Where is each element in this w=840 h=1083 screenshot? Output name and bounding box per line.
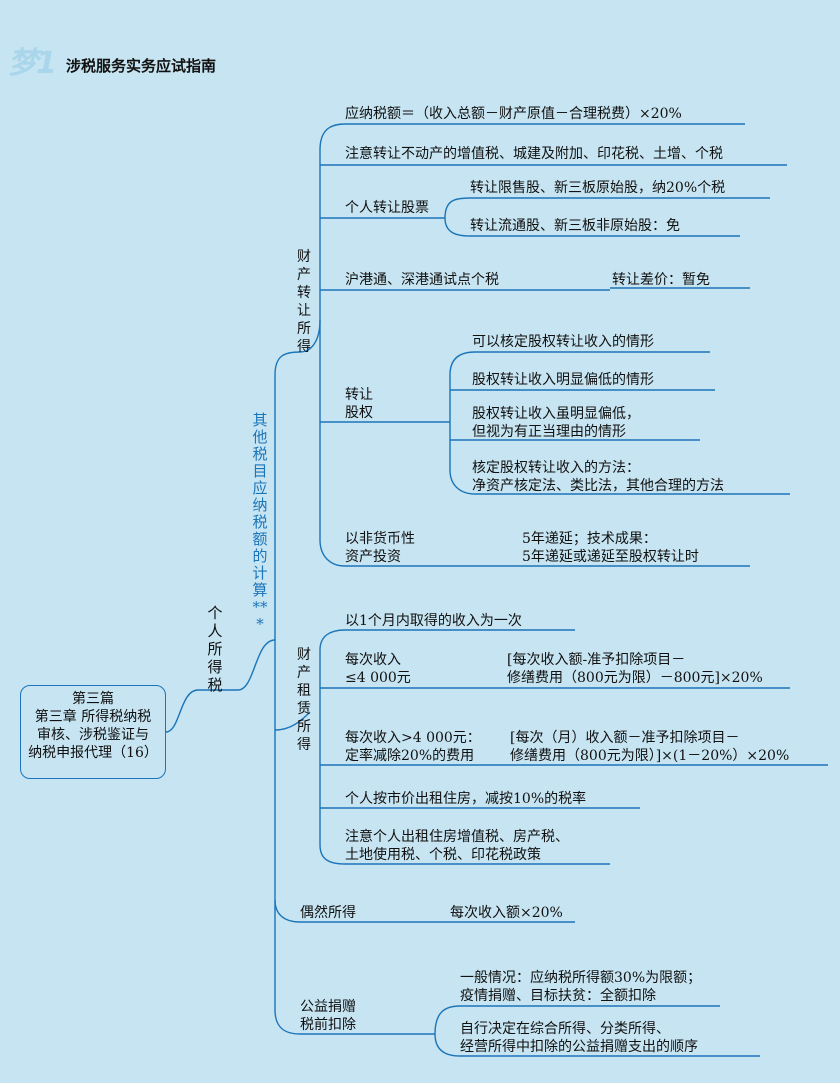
lease-node: 财产租赁所得	[297, 647, 311, 753]
equity-d2: 净资产核定法、类比法，其他合理的方法	[472, 478, 724, 494]
stock-restricted: 转让限售股、新三板原始股，纳20%个税	[470, 180, 726, 196]
charity-label1: 公益捐赠	[300, 999, 356, 1015]
level2-node: 其他税目应纳税额的计算***	[252, 411, 268, 633]
charity-a1: 一般情况：应纳税所得额30%为限额；	[460, 970, 702, 986]
charity-label2: 税前扣除	[300, 1017, 356, 1033]
occasional-value: 每次收入额×20%	[450, 905, 563, 921]
transfer-note: 注意转让不动产的增值税、城建及附加、印花税、土增、个税	[345, 146, 723, 162]
logo: 梦1	[8, 46, 57, 81]
equity-c1: 股权转让收入虽明显偏低，	[472, 406, 640, 422]
root-line-3: 审核、涉税鉴证与	[37, 727, 149, 743]
stock-node: 个人转让股票	[345, 200, 429, 216]
lease-high-label1: 每次收入>4 000元：	[345, 730, 481, 746]
lease-high-formula1: [每次（月）收入额－准予扣除项目－	[510, 730, 740, 746]
level1-node: 个人所得税	[207, 604, 223, 694]
lease-rate: 个人按市价出租住房，减按10%的税率	[345, 791, 587, 807]
equity-c2: 但视为有正当理由的情形	[472, 424, 626, 440]
root-line-1: 第三篇	[72, 691, 114, 707]
nonmonetary-label2: 资产投资	[345, 549, 401, 565]
equity-d1: 核定股权转让收入的方法：	[472, 460, 640, 476]
nonmonetary-v2: 5年递延或递延至股权转让时	[522, 549, 699, 565]
lease-note2: 土地使用税、个税、印花税政策	[345, 847, 541, 863]
page-title: 涉税服务实务应试指南	[66, 57, 217, 75]
lease-high-label2: 定率减除20%的费用	[345, 748, 475, 764]
lease-low-label2: ≤4 000元	[345, 670, 411, 686]
stock-tradable: 转让流通股、新三板非原始股：免	[470, 218, 680, 234]
equity-b: 股权转让收入明显偏低的情形	[472, 372, 654, 388]
lease-low-label1: 每次收入	[345, 652, 401, 668]
occasional-node: 偶然所得	[300, 905, 356, 921]
lease-high-formula2: 修缮费用（800元为限）]×(1－20%）×20%	[510, 748, 790, 764]
transfer-formula: 应纳税额＝（收入总额－财产原值－合理税费）×20%	[345, 106, 682, 122]
lease-low-formula2: 修缮费用（800元为限）－800元]×20%	[507, 670, 763, 686]
equity-node-line2: 股权	[345, 405, 373, 421]
nonmonetary-v1: 5年递延；技术成果：	[522, 531, 657, 547]
lease-once: 以1个月内取得的收入为一次	[345, 613, 522, 629]
root-node: 第三篇 第三章 所得税纳税 审核、涉税鉴证与 纳税申报代理（16）	[20, 685, 166, 779]
lease-note1: 注意个人出租住房增值税、房产税、	[345, 829, 569, 845]
charity-a2: 疫情捐赠、目标扶贫：全额扣除	[460, 988, 656, 1004]
equity-a: 可以核定股权转让收入的情形	[472, 334, 654, 350]
hk-connect-value: 转让差价：暂免	[612, 272, 710, 288]
equity-node-line1: 转让	[345, 387, 373, 403]
root-line-4: 纳税申报代理（16）	[28, 745, 158, 761]
nonmonetary-label1: 以非货币性	[345, 531, 415, 547]
lease-low-formula1: [每次收入额-准予扣除项目－	[507, 652, 686, 668]
transfer-node: 财产转让所得	[297, 249, 311, 355]
charity-b2: 经营所得中扣除的公益捐赠支出的顺序	[460, 1039, 698, 1055]
hk-connect-node: 沪港通、深港通试点个税	[345, 272, 499, 288]
root-line-2: 第三章 所得税纳税	[34, 709, 152, 725]
charity-b1: 自行决定在综合所得、分类所得、	[460, 1021, 670, 1037]
